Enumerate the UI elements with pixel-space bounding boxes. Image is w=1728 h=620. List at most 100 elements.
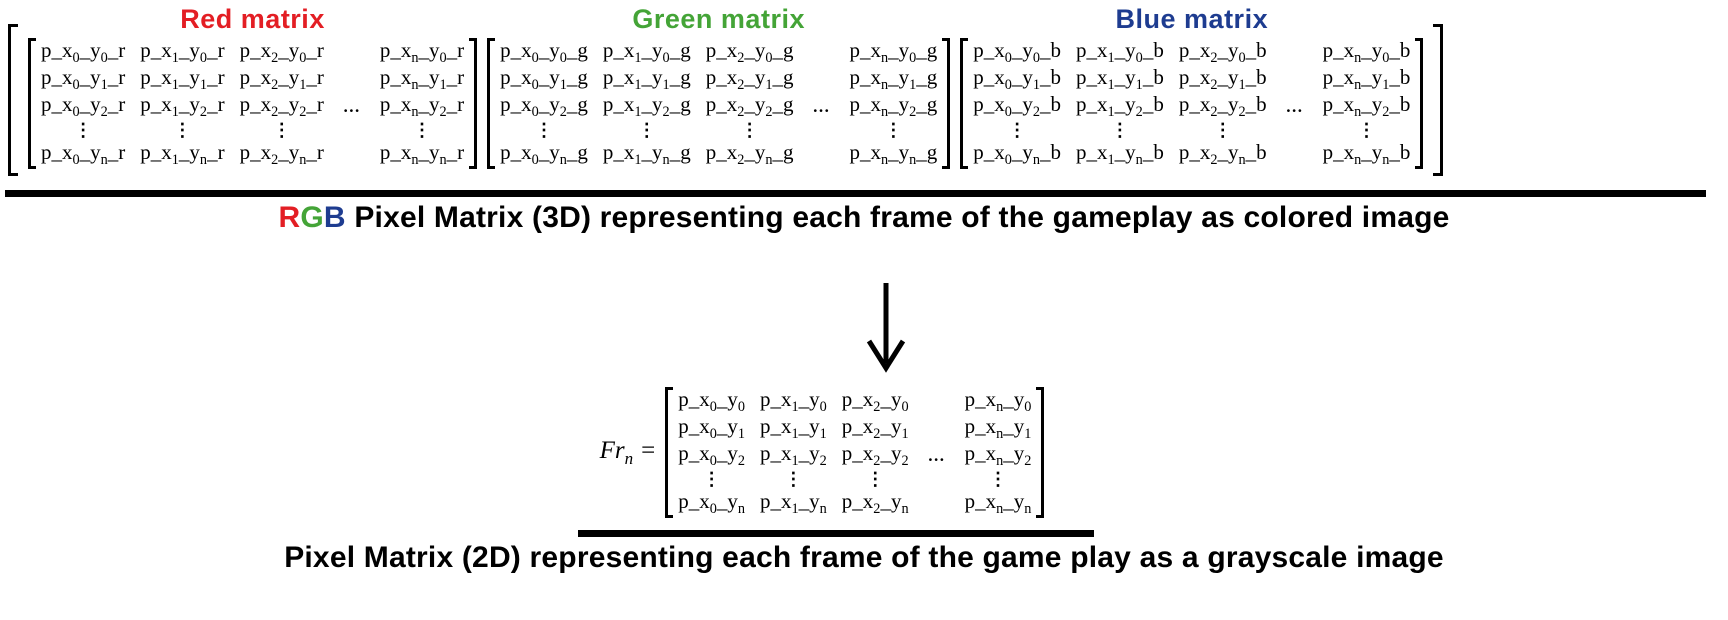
matrix-cell: ⋮ xyxy=(884,120,903,140)
frame-label: Frn= xyxy=(600,437,656,469)
matrix-cell: p_x1_y1 xyxy=(760,413,827,443)
caption-segment: B xyxy=(323,201,346,234)
matrix-cell: … xyxy=(927,445,946,465)
matrix-cell: p_x1_yn xyxy=(760,488,827,518)
green-matrix-title: Green matrix xyxy=(632,4,805,34)
matrix-cell: p_x0_yn_r xyxy=(41,139,126,169)
matrix-cell: p_x0_y0_r xyxy=(41,37,126,67)
matrix-cell: ⋮ xyxy=(637,120,656,140)
matrix-cell: p_x1_y1_b xyxy=(1076,64,1164,94)
matrix-cell: p_x2_y2 xyxy=(841,440,909,470)
top-divider-line xyxy=(5,190,1706,197)
matrix-cell: p_xn_yn xyxy=(964,488,1032,518)
matrix-cell: p_xn_y2_r xyxy=(379,91,465,121)
matrix-cell: p_x0_y1_r xyxy=(41,64,126,94)
matrix-cell: ⋮ xyxy=(702,469,721,489)
matrix-cell: p_xn_y1_r xyxy=(379,64,465,94)
matrix-cell: p_x0_y1_g xyxy=(500,64,588,94)
matrix-cell: p_x2_y2_r xyxy=(239,91,324,121)
matrix-cell: p_x2_y1_r xyxy=(239,64,324,94)
matrix-cell: p_xn_y0_b xyxy=(1322,37,1411,67)
matrix-cell: ⋮ xyxy=(740,120,759,140)
matrix-cell: p_x2_y2_g xyxy=(705,91,794,121)
matrix-cell: p_x2_yn_b xyxy=(1178,139,1267,169)
matrix-cell: ⋮ xyxy=(272,120,291,140)
matrix-cell: ⋮ xyxy=(412,120,431,140)
matrix-cell: p_x1_y1_r xyxy=(140,64,225,94)
open-bracket xyxy=(665,387,674,518)
matrix-cell: p_x1_y2_b xyxy=(1076,91,1164,121)
matrix-cell: p_x0_y1 xyxy=(678,413,746,443)
matrix-cell: p_x1_yn_r xyxy=(140,139,225,169)
bottom-divider-line xyxy=(578,530,1094,537)
matrix-cell: p_x0_y0_g xyxy=(500,37,588,67)
matrix-cell: p_x2_y0 xyxy=(841,386,909,416)
matrix-cell: p_xn_y0_r xyxy=(379,37,465,67)
matrix-cell: p_xn_y2 xyxy=(964,440,1032,470)
matrix-cell: p_x2_y1 xyxy=(841,413,909,443)
green-matrix-group: Green matrix p_x0_y0_g p_x1_y0_g p_x2_y0_g… xyxy=(487,4,951,169)
equals-sign: = xyxy=(641,436,656,464)
matrix-cell: p_xn_yn_b xyxy=(1322,139,1411,169)
close-bracket xyxy=(1415,38,1424,169)
matrix-cell: p_x1_y2 xyxy=(760,440,827,470)
matrix-cell: p_x0_y2_g xyxy=(500,91,588,121)
open-bracket xyxy=(28,38,36,169)
matrix-cell: p_x0_yn_g xyxy=(500,139,588,169)
matrix-cell: p_x0_y0 xyxy=(678,386,746,416)
transform-arrow xyxy=(22,281,1728,373)
matrix-cell: ⋮ xyxy=(1213,120,1232,140)
matrix-cell: … xyxy=(812,96,831,116)
matrix-cell: … xyxy=(1285,96,1304,116)
open-bracket xyxy=(487,38,496,169)
matrix-cell: p_xn_y0 xyxy=(964,386,1032,416)
matrix-cell: p_x1_yn_b xyxy=(1076,139,1164,169)
outer-open-bracket xyxy=(8,24,18,176)
matrix-cell: p_x2_yn_r xyxy=(239,139,324,169)
matrix-cell: ⋮ xyxy=(784,469,803,489)
outer-close-bracket xyxy=(1433,24,1444,176)
close-bracket xyxy=(1036,387,1045,518)
matrix-cell: p_x1_y0_g xyxy=(602,37,691,67)
matrix-cell: p_x2_y2_b xyxy=(1178,91,1267,121)
matrix-cell: p_x0_yn_b xyxy=(973,139,1062,169)
matrix-cell: p_x2_y0_b xyxy=(1178,37,1267,67)
matrix-cell: p_x2_y0_g xyxy=(705,37,794,67)
caption-segment: R xyxy=(278,201,301,234)
matrix-cell: … xyxy=(342,96,361,116)
matrix-cell: p_xn_yn_g xyxy=(849,139,938,169)
matrix-cell: p_xn_y2_b xyxy=(1322,91,1411,121)
grayscale-caption: Pixel Matrix (2D) representing each fram… xyxy=(284,541,1444,574)
blue-matrix-title: Blue matrix xyxy=(1115,4,1269,34)
matrix-cell: p_xn_y2_g xyxy=(849,91,938,121)
matrix-cell: p_x0_y2 xyxy=(678,440,746,470)
matrix-cell: ⋮ xyxy=(173,120,192,140)
matrix-cell: p_x0_y1_b xyxy=(973,64,1062,94)
caption-segment: G xyxy=(300,201,324,234)
matrix-cell: p_x1_y0_b xyxy=(1076,37,1164,67)
red-matrix-title: Red matrix xyxy=(180,4,325,34)
caption-segment: Pixel Matrix (3D) representing each fram… xyxy=(345,201,1450,234)
rgb-caption: RGB Pixel Matrix (3D) representing each … xyxy=(0,201,1728,235)
matrix-cell: p_x2_yn xyxy=(841,488,909,518)
close-bracket xyxy=(469,38,478,169)
matrix-cell: p_xn_yn_r xyxy=(379,139,465,169)
matrix-cell: p_x0_y2_r xyxy=(41,91,126,121)
matrix-cell: p_x0_y2_b xyxy=(973,91,1062,121)
matrix-cell: ⋮ xyxy=(988,469,1007,489)
matrix-cell: p_x0_yn xyxy=(678,488,746,518)
matrix-cell: p_xn_y1_g xyxy=(849,64,938,94)
frame-subscript: n xyxy=(624,448,634,468)
